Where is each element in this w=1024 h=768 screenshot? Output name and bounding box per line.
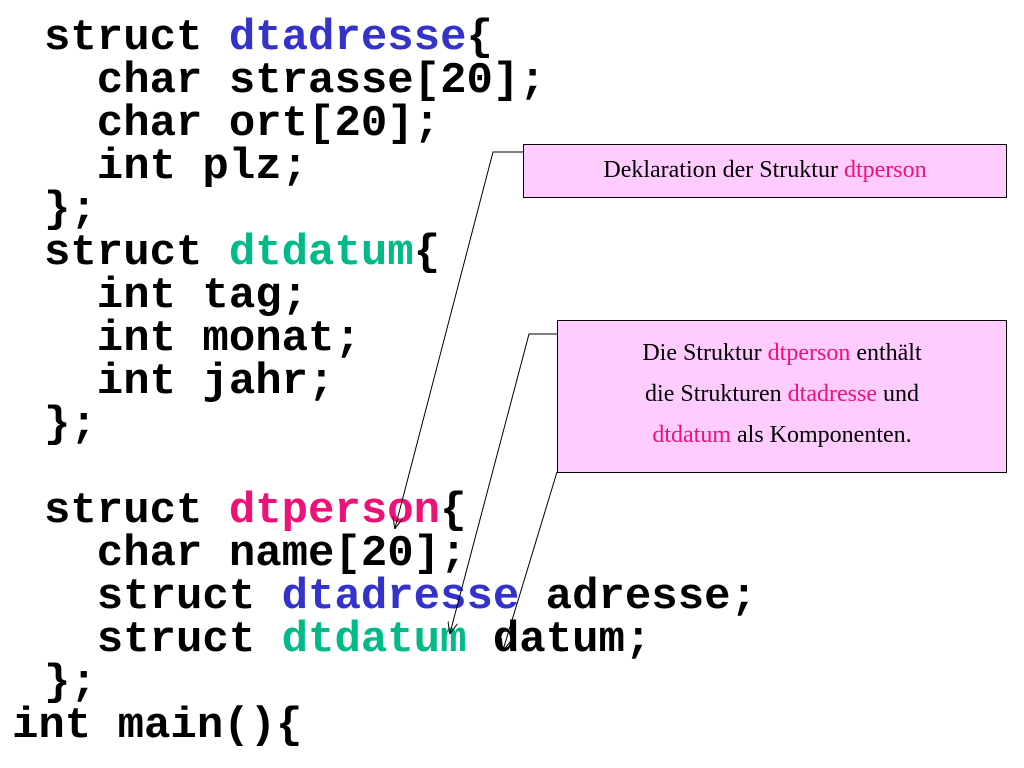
- code-keyword-struct: struct: [44, 486, 229, 536]
- callout-text: als Komponenten.: [731, 422, 912, 448]
- code-line-struct-dtperson: struct dtperson{: [44, 489, 466, 533]
- code-line-ort: char ort[20];: [44, 99, 441, 149]
- code-line-member-adresse: struct dtadresse adresse;: [44, 575, 757, 619]
- callout-highlight-dtperson: dtperson: [767, 340, 851, 366]
- callout-declaration: Deklaration der Struktur dtperson: [523, 144, 1007, 198]
- struct-name-dtadresse: dtadresse: [228, 13, 467, 63]
- arrow-to-dtperson: [395, 151, 523, 528]
- code-line-struct-dtdatum: struct dtdatum{: [44, 231, 440, 275]
- code-line-tag: int tag;: [44, 271, 309, 321]
- code-brace-open: {: [466, 13, 493, 63]
- callout-line-2: die Strukturen dtadresse und: [558, 374, 1006, 415]
- code-line-close-datum: };: [44, 400, 97, 450]
- struct-name-dtdatum: dtdatum: [228, 228, 414, 278]
- code-line-main: int main(){: [12, 701, 303, 751]
- member-name-datum: datum;: [466, 615, 652, 665]
- code-line-jahr: int jahr;: [44, 357, 335, 407]
- callout-text: Die Struktur: [642, 340, 768, 366]
- code-keyword-struct: struct: [44, 228, 229, 278]
- member-name-adresse: adresse;: [519, 572, 757, 622]
- callout-highlight-dtperson: dtperson: [843, 157, 927, 183]
- code-line-strasse: char strasse[20];: [44, 56, 546, 106]
- code-line-plz: int plz;: [44, 142, 309, 192]
- member-type-dtdatum: dtdatum: [281, 615, 467, 665]
- code-brace-open: {: [413, 228, 441, 278]
- code-line-name: char name[20];: [44, 529, 467, 579]
- code-keyword-struct: struct: [44, 615, 282, 665]
- code-line-monat: int monat;: [44, 314, 361, 364]
- callout-text: und: [876, 381, 919, 407]
- callout-highlight-dtadresse: dtadresse: [787, 381, 877, 407]
- code-keyword-struct: struct: [44, 572, 282, 622]
- callout-components: Die Struktur dtperson enthält die Strukt…: [557, 320, 1007, 473]
- code-line-close-adresse: };: [44, 185, 97, 235]
- callout-line-1: Die Struktur dtperson enthält: [558, 333, 1006, 374]
- code-line-close-person: };: [44, 658, 97, 708]
- code-line-struct-dtadresse: struct dtadresse{: [44, 16, 493, 60]
- callout-highlight-dtdatum: dtdatum: [652, 422, 731, 448]
- callout-text: enthält: [850, 340, 922, 366]
- callout-text: Deklaration der Struktur: [603, 157, 844, 183]
- callout-text: die Strukturen: [645, 381, 788, 407]
- callout-line-3: dtdatum als Komponenten.: [558, 415, 1006, 456]
- code-keyword-struct: struct: [44, 13, 229, 63]
- code-line-member-datum: struct dtdatum datum;: [44, 618, 652, 662]
